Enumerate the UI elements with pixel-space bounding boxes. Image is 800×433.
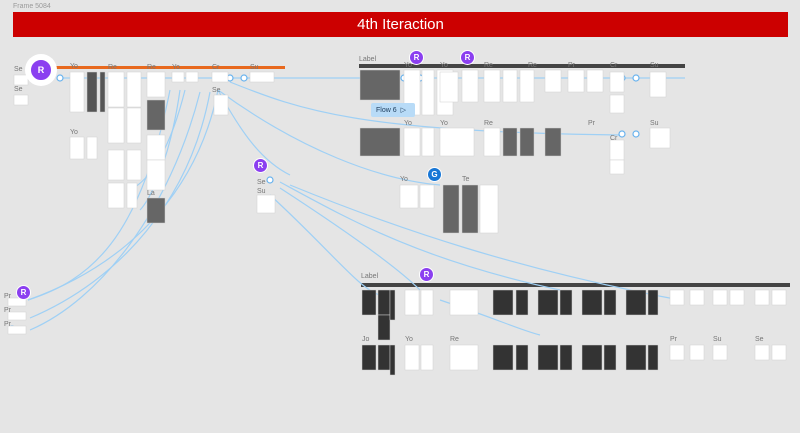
label-su-2: Su xyxy=(650,62,659,69)
label-jo: Jo xyxy=(362,336,370,343)
label-re-4: Re xyxy=(528,62,537,69)
label-la: La xyxy=(147,190,155,197)
label-re-1: Re xyxy=(108,64,117,71)
label-re-6: Re xyxy=(450,336,459,343)
label-se-5: Se xyxy=(755,336,764,343)
label-yo-9: Yo xyxy=(405,336,413,343)
collaborator-avatar[interactable]: R xyxy=(460,50,475,65)
label-su-1: Su xyxy=(250,64,259,71)
iteration-banner: 4th Iteraction xyxy=(13,12,788,37)
label-se-4: Se xyxy=(257,179,266,186)
label-re-3: Re xyxy=(484,62,493,69)
label-re-2: Re xyxy=(147,64,156,71)
label-su-3: Su xyxy=(650,120,659,127)
label-pr-b: Pr xyxy=(4,307,11,314)
collaborator-avatar[interactable]: R xyxy=(16,285,31,300)
label-te: Te xyxy=(462,176,470,183)
screens-top-right xyxy=(359,69,671,234)
label-re-5: Re xyxy=(484,120,493,127)
section-bar-top-right xyxy=(359,64,685,68)
flow-start-chip[interactable]: Flow 6 ▷ xyxy=(371,103,415,117)
label-se-2: Se xyxy=(14,86,23,93)
screens-left-bottom xyxy=(7,297,27,335)
collaborator-avatar[interactable]: R xyxy=(30,59,52,81)
label-se-3: Se xyxy=(212,87,221,94)
label-su-4: Su xyxy=(257,188,266,195)
collaborator-avatar[interactable]: R xyxy=(419,267,434,282)
label-yo-8: Yo xyxy=(400,176,408,183)
label-cr-2: Cr xyxy=(610,62,618,69)
label-pr-3: Pr xyxy=(670,336,677,343)
label-cr: Cr xyxy=(212,64,220,71)
flow-label: Flow 6 xyxy=(376,106,397,114)
label-pr-1: Pr xyxy=(568,62,575,69)
label-yo-4: Yo xyxy=(404,62,412,69)
section-bar-left xyxy=(55,66,285,69)
label-pr-2: Pr xyxy=(588,120,595,127)
label-se-1: Se xyxy=(14,66,23,73)
label-yo-6: Yo xyxy=(404,120,412,127)
label-yo-1: Yo xyxy=(70,63,78,70)
screens-left xyxy=(13,71,276,224)
label-yo-7: Yo xyxy=(440,120,448,127)
label-yo-5: Yo xyxy=(440,62,448,69)
connector-lines xyxy=(27,77,685,336)
screens-bottom-right xyxy=(361,289,787,376)
collaborator-avatar[interactable]: R xyxy=(253,158,268,173)
section-bar-bottom-right xyxy=(361,283,790,287)
label-cr-3: Cr xyxy=(610,135,618,142)
banner-title: 4th Iteraction xyxy=(357,16,444,33)
label-top: Label xyxy=(359,56,377,63)
label-su-5: Su xyxy=(713,336,722,343)
collaborator-avatar[interactable]: R xyxy=(409,50,424,65)
label-yo-3: Yo xyxy=(172,64,180,71)
play-icon: ▷ xyxy=(400,107,407,114)
label-bottom: Label xyxy=(361,273,379,280)
label-pr-c: Pr xyxy=(4,321,11,328)
frame-label: Frame 5084 xyxy=(13,3,51,10)
label-yo-2: Yo xyxy=(70,129,78,136)
collaborator-avatar[interactable]: G xyxy=(427,167,442,182)
label-pr-a: Pr xyxy=(4,293,11,300)
